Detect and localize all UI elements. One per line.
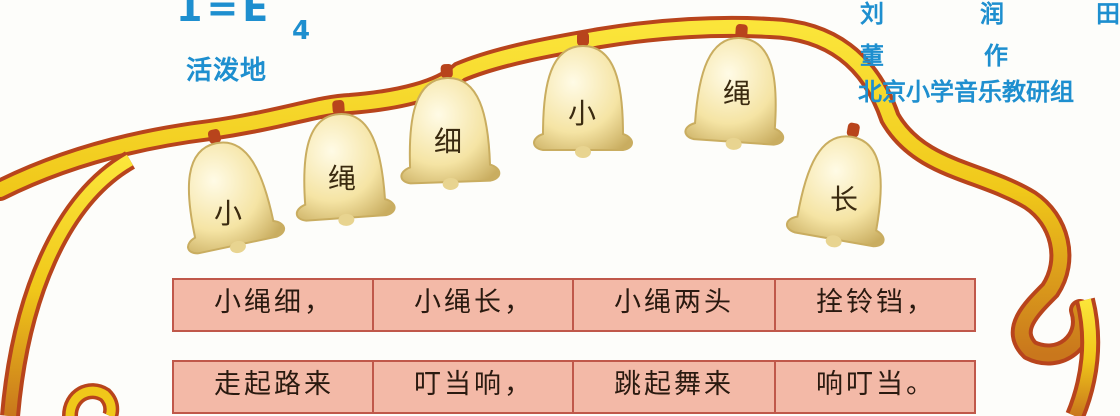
lyricist-char: 刘: [860, 0, 884, 28]
bell-label: 长: [830, 183, 859, 216]
key-signature: 1=E: [176, 0, 273, 30]
lyricist-char: 润: [980, 0, 1004, 28]
bell-label: 绳: [328, 162, 357, 195]
tempo-mood: 活泼地: [186, 56, 268, 86]
bell-label: 细: [434, 125, 463, 158]
bell-3: [400, 63, 501, 190]
lyric-cell: 走起路来: [174, 362, 374, 412]
composer-char: 作: [984, 42, 1008, 70]
lyric-cell: 叮当响，: [374, 362, 574, 412]
lyric-cell: 小绳长，: [374, 280, 574, 330]
bell-label: 绳: [723, 77, 752, 110]
lyric-cell: 跳起舞来: [574, 362, 776, 412]
lyrics-row-1: 小绳细， 小绳长， 小绳两头 拴铃铛，: [172, 278, 976, 332]
lyric-cell: 拴铃铛，: [816, 287, 936, 318]
bell-label: 小: [568, 97, 597, 130]
composer-char: 董: [860, 42, 884, 70]
lyrics-row-2: 走起路来 叮当响， 跳起舞来 响叮当。: [172, 360, 976, 414]
lyric-cell: 小绳两头: [574, 280, 776, 330]
lyric-cell: 响叮当。: [816, 369, 936, 400]
lyric-cell: 小绳细，: [174, 280, 374, 330]
key-denominator: 4: [292, 16, 311, 46]
arranger-credit: 北京小学音乐教研组: [858, 78, 1074, 106]
bell-4: [533, 32, 633, 158]
bell-6: [786, 122, 885, 248]
bell-label: 小: [214, 197, 243, 230]
lyricist-char: 田: [1096, 0, 1120, 28]
bell-5: [684, 24, 785, 150]
bell-2: [295, 100, 396, 226]
bell-1: [187, 129, 285, 255]
